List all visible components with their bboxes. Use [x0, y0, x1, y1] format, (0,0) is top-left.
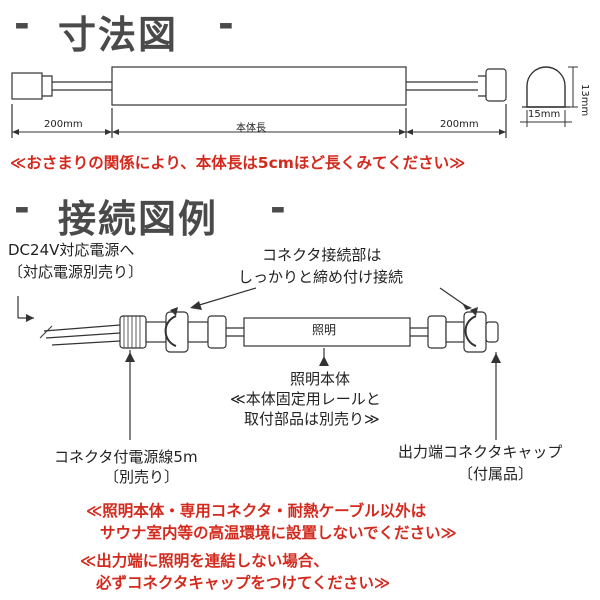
power-source-line2: 〔対応電源別売り〕 [8, 263, 144, 281]
warning-1-line2: サウナ室内等の高温環境に設置しないでください≫ [100, 524, 457, 542]
rotation-arrowhead-right [470, 307, 478, 316]
dimensions-title: 寸法図 [58, 13, 179, 57]
dim-label-width: 15mm [528, 109, 561, 120]
light-connector-neck-right [445, 321, 465, 343]
warning-1-line1: ≪照明本体・専用コネクタ・耐熱ケーブル以外は [86, 502, 427, 520]
leader-arrow-right [462, 303, 472, 310]
end-cap-tip [485, 321, 499, 343]
left-coupling-nut [165, 311, 189, 353]
right-rotation-arrow [464, 315, 477, 347]
leader-arrow-body [319, 356, 329, 366]
body-label-line3: 取付部品は別売り≫ [244, 410, 380, 428]
power-source-line1: DC24V対応電源へ [8, 241, 135, 259]
dim-label-left-cable: 200mm [44, 119, 83, 130]
heading-dash-left-2: - [14, 186, 30, 230]
light-body-outline [111, 66, 407, 106]
power-cable-line2: 〔別売り〕 [104, 468, 180, 486]
dim-label-right-cable: 200mm [440, 119, 479, 130]
leader-connector-right [439, 287, 467, 307]
warning-2-line2: 必ずコネクタキャップをつけてください≫ [96, 574, 391, 592]
power-pointer-arrowhead [26, 314, 34, 322]
power-cable-line1: コネクタ付電源線5m [54, 448, 198, 466]
dim-arrow-6 [499, 129, 506, 135]
warning-2-line1: ≪出力端に照明を連結しない場合、 [80, 552, 329, 570]
left-connector-tip [42, 75, 53, 97]
power-cable-strand-3 [51, 340, 121, 346]
right-connector-block [485, 68, 507, 102]
dim-arrow-2 [105, 129, 112, 135]
dim-arrow-4 [399, 129, 406, 135]
heading-dash-right-2: - [270, 186, 286, 230]
dim-arrow-3 [112, 129, 119, 135]
dimensions-note: ≪おさまりの関係により、本体長は5cmほど長くみてください≫ [10, 154, 466, 172]
body-label-line1: 照明本体 [290, 370, 351, 388]
leader-arrow-cap [491, 353, 501, 363]
power-connector-neck [145, 321, 167, 343]
end-cap-line1: 出力端コネクタキャップ [398, 443, 563, 461]
leader-connector-left [195, 287, 257, 307]
light-connector-neck-left [187, 321, 209, 343]
end-cap-line2: 〔付属品〕 [458, 465, 534, 483]
body-label-line2: ≪本体固定用レールと [230, 390, 381, 408]
power-cable-strand-1 [43, 324, 121, 332]
rotation-arrowhead-left [170, 307, 178, 316]
cable-cut-mark [39, 325, 53, 339]
light-connector-right [427, 315, 447, 349]
heading-dash-left: - [14, 2, 30, 46]
power-cable-strand-2 [45, 332, 121, 339]
cross-section-profile [526, 66, 566, 108]
connector-note-line2: しっかりと締め付け接続 [238, 268, 404, 286]
heading-dash-right: - [218, 2, 234, 46]
light-connector-left [207, 315, 227, 349]
connection-title: 接続図例 [58, 197, 219, 241]
right-connector-tip [478, 75, 487, 97]
light-body-connection [243, 317, 411, 347]
dim-arrow-1 [12, 129, 19, 135]
left-rotation-arrow [164, 315, 177, 347]
dim-label-height: 13mm [579, 84, 590, 117]
leader-arrow-left [190, 301, 202, 310]
light-label: 照明 [312, 323, 337, 337]
left-connector-block [11, 72, 43, 100]
dim-arrow-5 [406, 129, 413, 135]
dim-label-body: 本体長 [236, 123, 266, 134]
leader-arrow-power [125, 352, 135, 362]
connector-note-line1: コネクタ接続部は [262, 246, 382, 264]
